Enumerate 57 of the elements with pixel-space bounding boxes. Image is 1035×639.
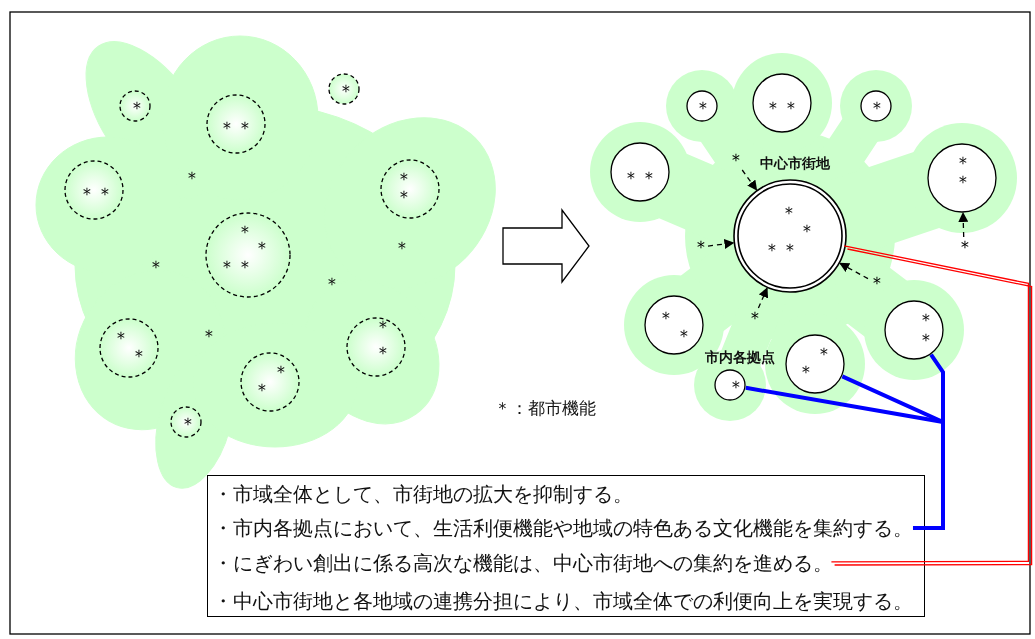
asterisk-mark: ＊ (272, 363, 290, 381)
asterisk-mark: ＊ (323, 275, 341, 293)
district-heading: 中心市街地 (760, 156, 830, 170)
function-mark: ＊ (727, 150, 743, 170)
dashed-arrow (757, 287, 769, 309)
asterisk-mark: ＊ (917, 331, 935, 349)
asterisk-mark: ＊ (395, 188, 413, 206)
asterisk-mark: ＊ (112, 329, 130, 347)
asterisk-mark: ＊＊ (622, 169, 658, 187)
asterisk-mark: ＊ (657, 309, 675, 327)
asterisk-mark: ＊ (815, 345, 833, 363)
asterisk-mark: ＊ (917, 311, 935, 329)
text-panel (207, 475, 925, 617)
asterisk-mark: ＊ (374, 344, 392, 362)
dashed-arrow (958, 212, 969, 238)
asterisk-mark: ＊ (727, 378, 745, 396)
bullet-text: ・中心市街地と各地域の連携分担により、市域全体での利便向上を実現する。 (213, 588, 913, 616)
asterisk-mark: ＊ (868, 99, 886, 117)
asterisk-mark: ＊ (675, 327, 693, 345)
bullet-text: ・市域全体として、市街地の拡大を抑制する。 (213, 481, 633, 509)
dashed-arrow (839, 262, 869, 280)
double-line (830, 245, 1033, 566)
asterisk-mark: ＊ (179, 415, 197, 433)
asterisk-mark: ＊ (780, 204, 798, 222)
function-mark: ＊ (956, 237, 972, 257)
asterisk-mark: ＊ (374, 318, 392, 336)
asterisk-mark: ＊ (797, 363, 815, 381)
dashed-arrow (741, 169, 758, 191)
asterisk-mark: ＊＊ (218, 119, 254, 137)
asterisk-mark: ＊ (954, 154, 972, 172)
function-mark: ＊ (868, 273, 884, 293)
asterisk-mark: ＊ (128, 99, 146, 117)
dashed-arrow (707, 239, 735, 249)
asterisk-mark: ＊ (694, 99, 712, 117)
bullet-text: ・にぎわい創出に係る高次な機能は、中心市街地への集約を進める。 (213, 550, 833, 578)
asterisk-mark: ＊ (395, 170, 413, 188)
asterisk-mark: ＊＊ (763, 241, 799, 259)
asterisk-mark: ＊ (130, 347, 148, 365)
bullet-text: ・市内各拠点において、生活利便機能や地域の特色ある文化機能を集約する。 (213, 515, 913, 543)
asterisk-mark: ＊ (798, 222, 816, 240)
asterisk-mark: ＊ (147, 258, 165, 276)
asterisk-mark: ＊ (393, 239, 411, 257)
asterisk-mark: ＊ (200, 327, 218, 345)
group-label: 市内各拠点 (705, 350, 775, 364)
asterisk-mark: ＊＊ (764, 99, 800, 117)
asterisk-mark: ＊ (253, 381, 271, 399)
function-mark: ＊ (692, 237, 708, 257)
asterisk-mark: ＊ (183, 169, 201, 187)
asterisk-mark: ＊ (954, 173, 972, 191)
asterisk-mark: ＊＊ (218, 258, 254, 276)
function-mark: ＊ (746, 308, 762, 328)
block-arrow (502, 208, 590, 284)
asterisk-mark: ＊ (236, 223, 254, 241)
asterisk-mark: ＊ (253, 239, 271, 257)
key-note: ＊：都市機能 (494, 399, 596, 417)
asterisk-mark: ＊＊ (78, 185, 114, 203)
asterisk-mark: ＊ (337, 82, 355, 100)
